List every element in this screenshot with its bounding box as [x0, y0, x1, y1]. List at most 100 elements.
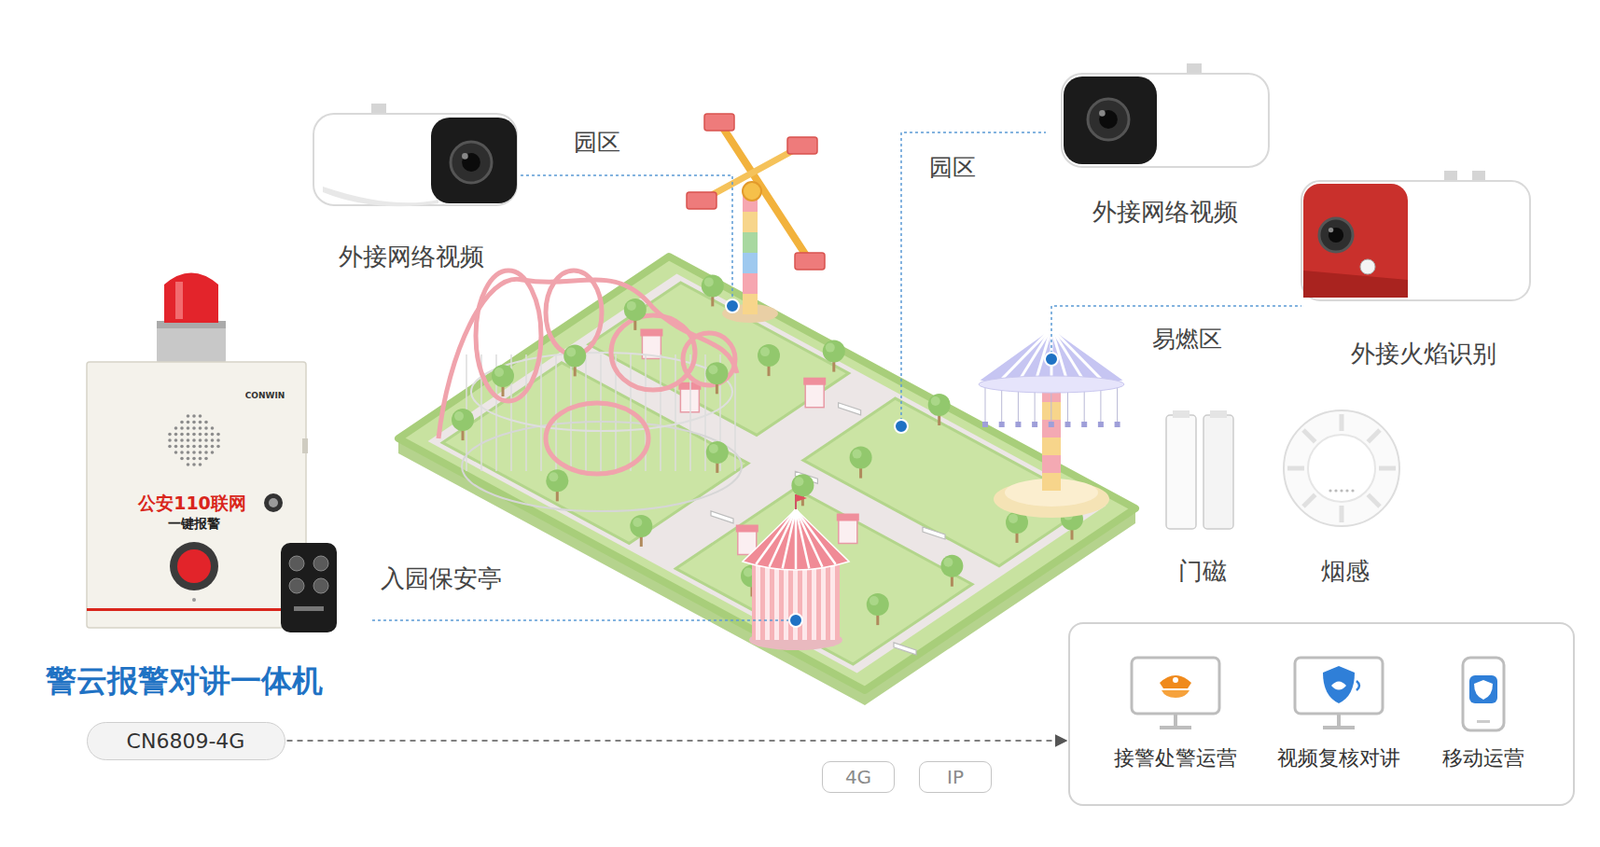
speaker-hole: [180, 438, 184, 443]
tree-crown: [563, 344, 586, 367]
speaker-hole: [192, 414, 196, 418]
detector-fin: [1287, 466, 1305, 472]
camera-front: [1063, 76, 1157, 165]
carousel-chain: [1116, 386, 1118, 422]
roof-stripe: [782, 509, 796, 569]
tree: [706, 441, 729, 474]
ground-top: [398, 256, 1136, 691]
tree-crown: [757, 344, 780, 367]
tent-stripe: [755, 559, 761, 640]
label-text: 园区: [573, 128, 621, 157]
coaster-support: [659, 354, 662, 472]
coaster-support: [525, 354, 528, 472]
tree-highlight: [825, 343, 835, 353]
location-dot: [1044, 352, 1058, 366]
coaster-track: [438, 278, 738, 439]
cap-brim: [1161, 690, 1190, 698]
key-lock-core: [268, 498, 279, 508]
ride-pole: [742, 273, 758, 294]
speaker-hole: [216, 445, 221, 449]
phone-bar: [1476, 720, 1490, 724]
sensor-bar: [1203, 415, 1234, 529]
speaker-hole: [186, 426, 191, 431]
speaker-hole: [204, 438, 209, 443]
platform-icon: [1287, 654, 1391, 734]
tree-crown: [624, 298, 647, 321]
tent-flag: [795, 494, 807, 502]
lens-glint: [461, 153, 469, 160]
flame-camera: [1301, 170, 1531, 301]
speaker-hole: [186, 420, 191, 425]
label-text: 外接网络视频: [1092, 197, 1239, 227]
coaster-support: [540, 354, 543, 472]
walkway: [428, 274, 1107, 674]
detector-hole: [1345, 488, 1349, 492]
tree-highlight: [709, 444, 719, 454]
shield-mark: [1331, 681, 1347, 691]
camera-lens-core: [1099, 110, 1118, 129]
speaker-hole: [192, 432, 196, 437]
ride-hub: [742, 181, 762, 201]
speaker-hole: [174, 432, 179, 437]
tree-crown: [822, 340, 846, 363]
tree-highlight: [454, 411, 464, 421]
carousel-seat: [982, 421, 988, 428]
beacon-shine: [175, 281, 183, 320]
speaker-hole: [198, 462, 203, 467]
app-shield: [1474, 680, 1493, 700]
tree-highlight: [852, 449, 863, 460]
tree-crown: [701, 274, 724, 297]
tree-highlight: [626, 301, 637, 311]
remote-body: [280, 542, 337, 633]
tree: [940, 555, 963, 587]
carousel-seat: [999, 421, 1005, 428]
location-dot: [789, 613, 803, 627]
speaker-hole: [186, 457, 191, 461]
speaker-hole: [204, 426, 209, 431]
detector-hole: [1339, 488, 1343, 492]
tree: [624, 298, 647, 331]
network-camera: [313, 103, 517, 207]
speaker-hole: [204, 432, 209, 437]
tree: [928, 393, 951, 426]
speaker-hole: [192, 457, 196, 461]
network-camera: [1061, 63, 1269, 167]
bench: [710, 511, 734, 524]
detector-fin: [1303, 494, 1316, 507]
label-text: 园区: [929, 153, 976, 182]
model-pill: CN6809-4G: [86, 722, 286, 761]
coaster-frame: [461, 421, 742, 512]
tent-body: [751, 559, 840, 640]
location-dot: [894, 419, 908, 433]
sensor-tab: [1172, 410, 1190, 418]
monitor-neck: [1336, 713, 1341, 726]
carousel-pole: [1042, 455, 1061, 474]
roller-coaster: [438, 270, 742, 512]
kiosk-body: [838, 519, 858, 544]
remote-logo: [293, 606, 324, 612]
speaker-hole: [210, 426, 215, 431]
carousel-seat: [1081, 421, 1087, 428]
speaker-hole: [192, 420, 196, 425]
ride-pole: [742, 232, 758, 253]
bench: [893, 642, 917, 655]
network-tag: IP: [918, 761, 992, 794]
platform-item: 接警处警运营: [1113, 654, 1238, 773]
tree-highlight: [632, 517, 642, 528]
kiosk-roof: [836, 514, 860, 522]
tree: [451, 408, 474, 441]
coaster-support: [599, 354, 602, 472]
ride-gondola: [794, 252, 825, 270]
location-dot: [725, 299, 739, 313]
camera-body: [313, 113, 517, 206]
kiosk: [803, 377, 826, 408]
speaker-hole: [167, 438, 172, 443]
coaster-support: [674, 354, 677, 472]
beacon-dome: [164, 273, 219, 324]
carousel-chain: [985, 386, 987, 422]
tree: [629, 514, 653, 547]
speaker-hole: [192, 450, 196, 455]
roof-stripe: [794, 509, 798, 570]
tree-crown: [791, 473, 814, 497]
speaker-hole: [192, 438, 196, 443]
